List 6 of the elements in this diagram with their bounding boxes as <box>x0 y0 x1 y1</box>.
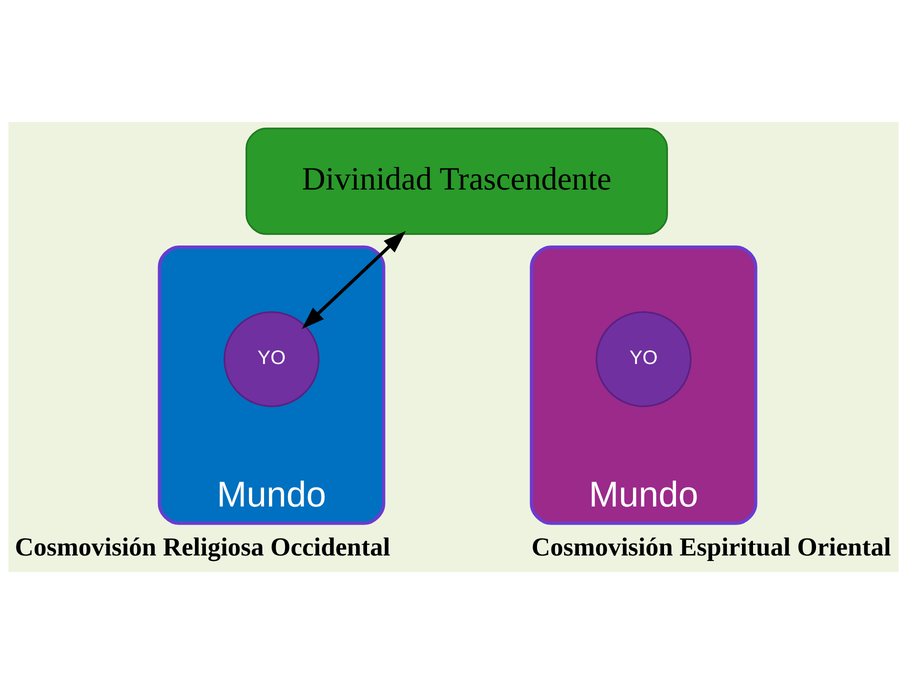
node-circle: YO <box>224 311 320 408</box>
node-label: Cosmovisión Religiosa Occidental <box>14 532 390 562</box>
node-label: Cosmovisión Espiritual Oriental <box>531 532 891 562</box>
arrow <box>302 231 406 330</box>
node-circle: YO <box>596 311 692 408</box>
node-box: Divinidad Trascendente <box>246 128 668 235</box>
